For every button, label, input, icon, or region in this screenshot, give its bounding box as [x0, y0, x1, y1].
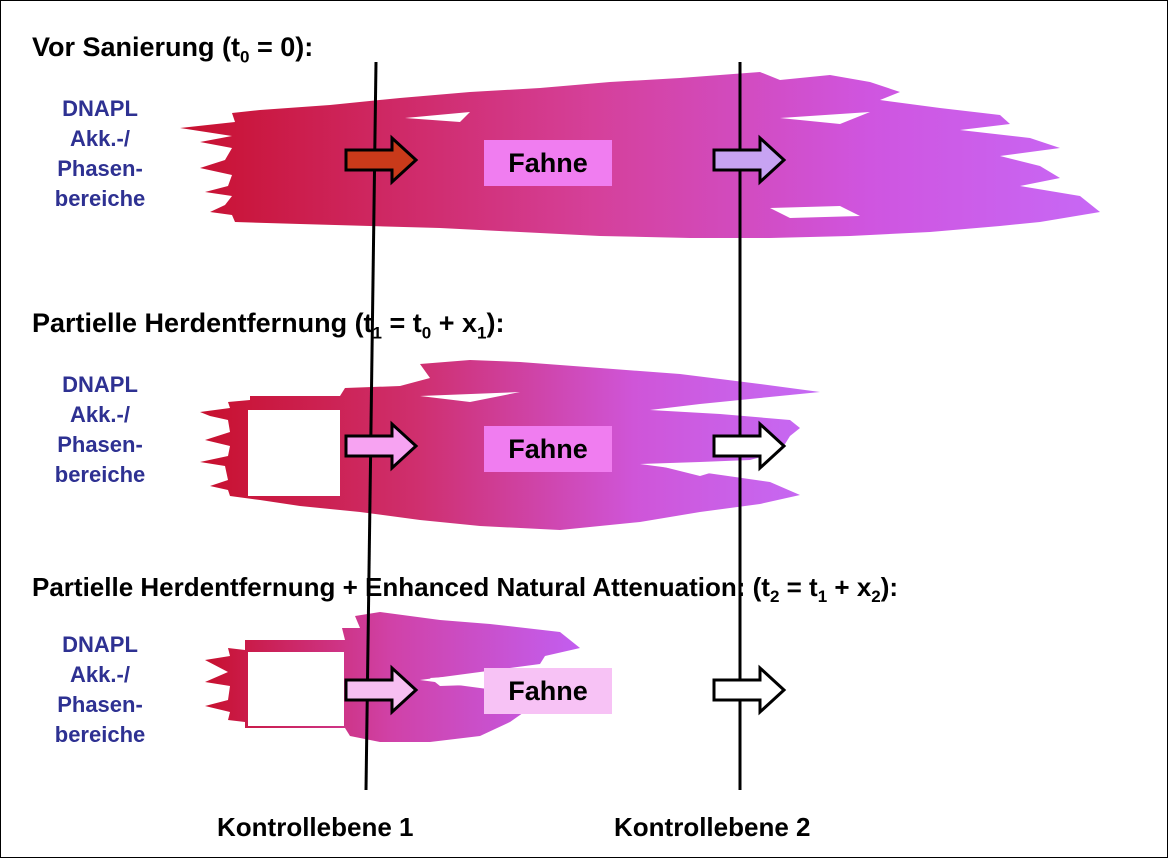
source-removed-2	[248, 410, 340, 496]
plume-label-1: Fahne	[484, 140, 612, 186]
source-line: Akk.-/	[70, 662, 130, 687]
source-line: Phasen-	[57, 156, 143, 181]
source-line: Phasen-	[57, 432, 143, 457]
flux-arrow-2-plane-2	[712, 420, 787, 472]
control-plane-1-line	[364, 61, 378, 791]
control-plane-2-label: Kontrollebene 2	[614, 812, 811, 842]
source-line: Akk.-/	[70, 402, 130, 427]
row-3-title: Partielle Herdentfernung + Enhanced Natu…	[32, 572, 899, 607]
plume-1-gap	[405, 112, 870, 218]
flux-arrow-1-plane-1	[344, 134, 419, 186]
plume-1	[180, 72, 1100, 238]
flux-arrow-3-plane-1	[344, 664, 419, 716]
source-line: bereiche	[54, 186, 146, 211]
source-removed-3	[248, 652, 344, 726]
row-1-title: Vor Sanierung (t0 = 0):	[32, 32, 314, 67]
source-label-1: DNAPL Akk.-/ Phasen- bereiche	[30, 94, 170, 214]
source-line: bereiche	[54, 462, 146, 487]
flux-arrow-1-plane-2	[712, 134, 787, 186]
source-line: Akk.-/	[70, 126, 130, 151]
plume-label-2: Fahne	[484, 426, 612, 472]
source-label-2: DNAPL Akk.-/ Phasen- bereiche	[30, 370, 170, 490]
source-label-3: DNAPL Akk.-/ Phasen- bereiche	[30, 630, 170, 750]
source-line: DNAPL	[62, 372, 138, 397]
source-line: DNAPL	[62, 96, 138, 121]
row-2-title: Partielle Herdentfernung (t1 = t0 + x1):	[32, 308, 505, 343]
source-line: bereiche	[54, 722, 146, 747]
source-line: DNAPL	[62, 632, 138, 657]
source-line: Phasen-	[57, 692, 143, 717]
plume-label-3: Fahne	[484, 668, 612, 714]
flux-arrow-3-plane-2	[712, 664, 787, 716]
flux-arrow-2-plane-1	[344, 420, 419, 472]
control-plane-1-label: Kontrollebene 1	[217, 812, 414, 842]
